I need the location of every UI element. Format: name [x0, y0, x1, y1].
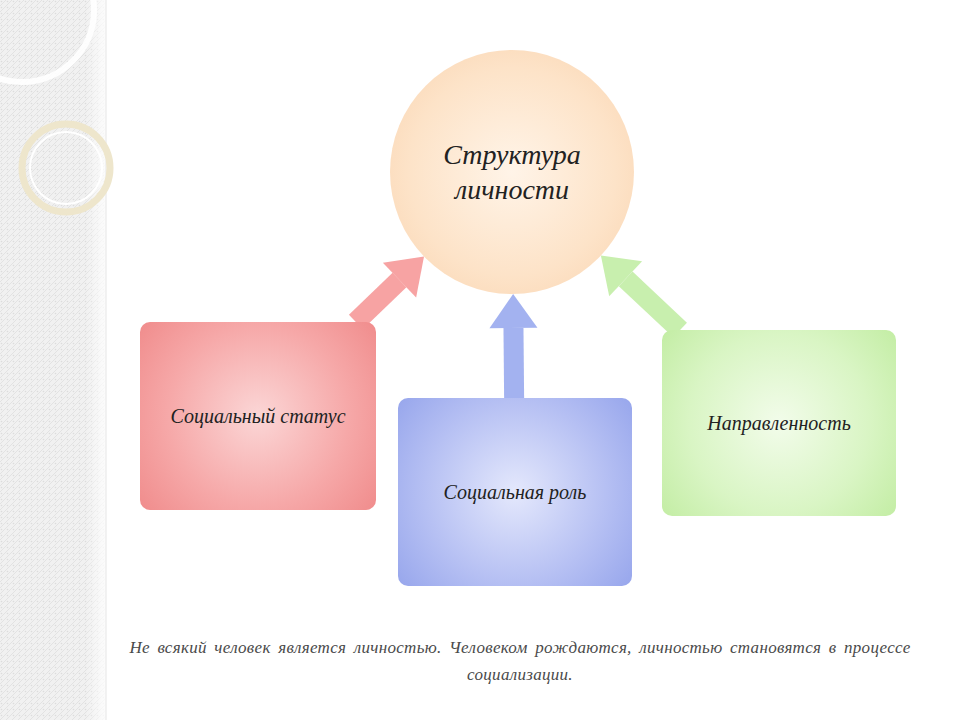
role-box: Социальная роль	[398, 398, 632, 586]
arrow-head	[489, 294, 537, 328]
direction-box: Направленность	[662, 330, 896, 516]
block-arrow	[356, 257, 424, 322]
arrow-shaft	[503, 328, 524, 398]
caption: Не всякий человек является личностью. Че…	[120, 634, 920, 688]
arrow-shaft	[626, 279, 680, 330]
status-box: Социальный статус	[140, 322, 376, 510]
arrow-head	[383, 257, 424, 298]
box-label: Направленность	[707, 411, 851, 436]
circle-label: Структура личности	[422, 137, 602, 207]
strip-edge	[106, 0, 107, 720]
deco-ring	[22, 124, 110, 212]
block-arrow	[601, 256, 680, 330]
arrow-shaft	[356, 280, 400, 322]
strip-fade	[86, 0, 110, 720]
deco-ring	[0, 0, 94, 82]
box-label: Социальный статус	[170, 404, 345, 429]
center-circle: Структура личности	[390, 50, 634, 294]
arrow-head	[601, 256, 642, 297]
deco-ring	[30, 132, 102, 204]
block-arrow	[489, 294, 537, 398]
box-label: Социальная роль	[444, 480, 587, 505]
